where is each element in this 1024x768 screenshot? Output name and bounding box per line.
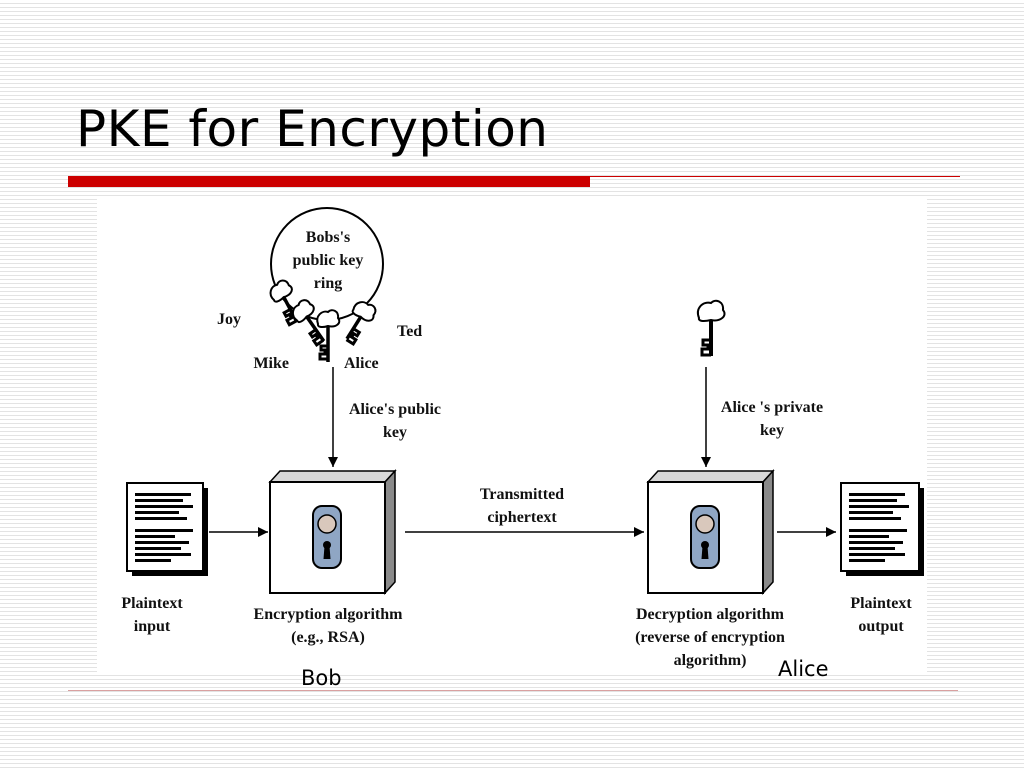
ted-key-icon (345, 301, 377, 346)
alice-key-icon (316, 309, 341, 362)
private-key-icon (697, 299, 726, 357)
plaintext-input-document-icon (126, 482, 208, 576)
key-label-joy: Joy (217, 311, 241, 328)
sender-label-bob: Bob (301, 666, 342, 690)
bottom-rule (68, 690, 958, 691)
slide-title: PKE for Encryption (76, 100, 549, 158)
key-label-ted: Ted (397, 323, 423, 340)
plaintext-output-document-icon (840, 482, 924, 576)
key-label-mike: Mike (253, 355, 289, 372)
plaintext-input-label: Plaintext input (121, 595, 183, 635)
receiver-label-alice: Alice (778, 657, 829, 681)
public-key-label: Alice's public key (348, 401, 441, 441)
pke-diagram: Bobs's public key ring Joy Mike Alice Te… (97, 197, 927, 675)
mike-key-icon (291, 299, 326, 347)
encryption-algorithm-label: Encryption algorithm (e.g., RSA) (253, 606, 403, 646)
private-key-label: Alice 's private key (720, 399, 824, 439)
encryption-lock-icon (312, 505, 342, 569)
decryption-lock-icon (690, 505, 720, 569)
transmitted-ciphertext-label: Transmitted ciphertext (479, 486, 565, 526)
decryption-algorithm-label: Decryption algorithm (reverse of encrypt… (635, 606, 785, 669)
key-ring-label: Bobs's public key ring (292, 229, 364, 292)
diagram-graphics (126, 207, 924, 595)
key-label-alice: Alice (344, 355, 379, 372)
plaintext-output-label: Plaintext output (850, 595, 912, 635)
title-underline-thick (68, 176, 590, 187)
title-underline-thin (590, 176, 960, 177)
